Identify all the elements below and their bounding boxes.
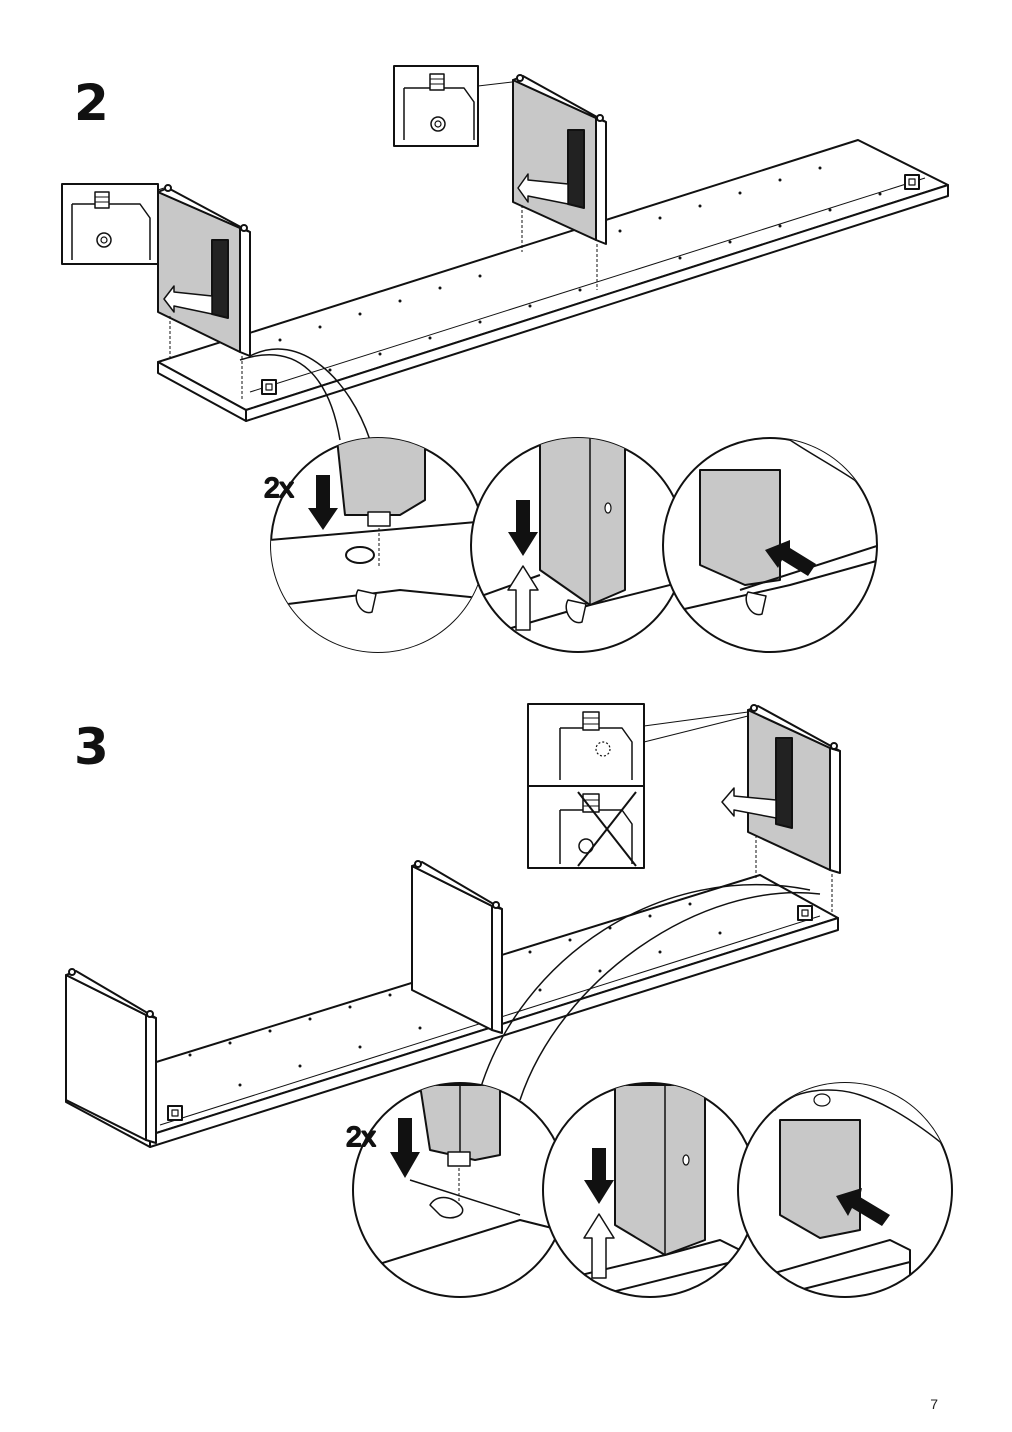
arrow-down-icon: [508, 500, 538, 556]
dowel-orientation-inset: [527, 703, 749, 869]
wall-bracket-right: [797, 905, 813, 921]
arrow-down-icon: [390, 1118, 420, 1178]
side-panel-middle: [411, 860, 503, 1034]
detail-circle-step2-2: [470, 437, 686, 653]
base-board: [157, 139, 949, 422]
detail-circle-step3-2: [542, 1082, 758, 1298]
dowel-icon: [94, 191, 110, 209]
step-2-illustration: 2x: [61, 65, 949, 653]
detail-circle-step3-1: [352, 1082, 568, 1298]
dowel-icon: [367, 511, 391, 527]
side-panel-right: [721, 704, 841, 915]
arrow-right-icon: [836, 1188, 890, 1226]
hand-icon: [699, 438, 877, 501]
side-panel-middle: [512, 74, 607, 290]
page-number: 7: [930, 1396, 938, 1412]
wall-bracket-left: [261, 379, 277, 395]
dowel-icon: [447, 1151, 471, 1167]
dowel-icon: [582, 793, 600, 813]
cross-out-icon: [577, 791, 637, 867]
dowel-icon: [429, 73, 445, 91]
arrow-up-icon: [507, 565, 539, 631]
arrow-right-icon: [765, 540, 816, 576]
detail-circle-step3-3: [737, 1082, 953, 1298]
detail-circle-step2-1: [270, 437, 486, 653]
step-2-quantity: 2x: [264, 472, 294, 503]
arrow-up-icon: [583, 1213, 615, 1279]
wall-bracket-left: [167, 1105, 183, 1121]
step-3-quantity: 2x: [346, 1121, 376, 1152]
arrow-down-icon: [584, 1148, 614, 1204]
shelf-pin-holes: [188, 902, 722, 1087]
dowel-detail-inset-middle: [393, 65, 513, 147]
step-3-illustration: 2x: [65, 703, 953, 1298]
step-2-number: 2: [74, 74, 109, 132]
step-3-number: 3: [74, 718, 109, 776]
dowel-icon: [582, 711, 600, 731]
detail-circle-step2-3: [662, 437, 878, 653]
dowel-detail-inset-left: [61, 183, 165, 265]
shelf-pin-holes: [278, 166, 882, 372]
side-panel-left: [65, 968, 157, 1144]
arrow-down-icon: [308, 475, 338, 530]
side-panel-left: [157, 184, 251, 400]
wall-bracket-right: [904, 174, 920, 190]
